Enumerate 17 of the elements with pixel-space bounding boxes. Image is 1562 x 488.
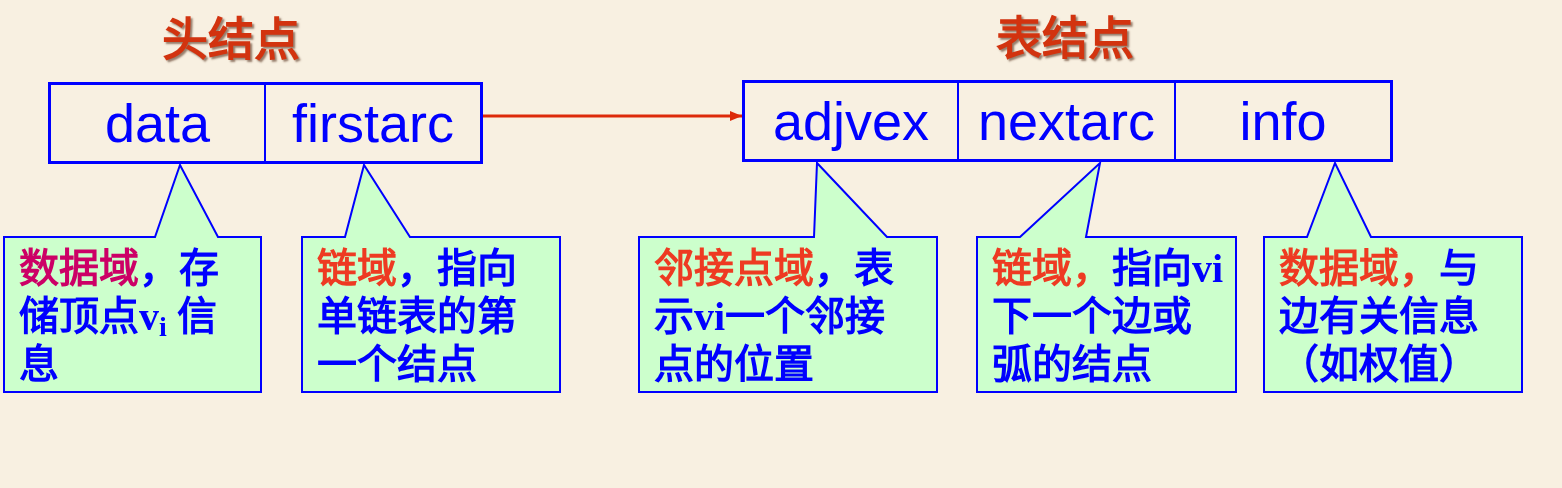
field-label: firstarc xyxy=(292,96,454,150)
field-label: data xyxy=(104,96,211,150)
callout-text: 数据域，与边有关信息（如权值） xyxy=(1279,245,1480,389)
field-label: nextarc xyxy=(977,94,1156,148)
node-heading: 头结点 xyxy=(162,17,300,63)
arrow xyxy=(480,111,742,121)
callout-bubble xyxy=(301,164,561,393)
callout-bubble xyxy=(1263,162,1523,393)
field-label: info xyxy=(1239,94,1327,148)
node-heading: 表结点 xyxy=(996,16,1134,62)
callout-text: 邻接点域，表示vi一个邻接点的位置 xyxy=(654,245,895,389)
callout-text: 链域，指向vi下一个边或弧的结点 xyxy=(992,245,1225,389)
callout-bubble xyxy=(976,162,1237,393)
callout-text: 数据域，存储顶点v$_{i}$ 信息 xyxy=(19,245,220,389)
callout-bubble xyxy=(3,164,262,393)
callout-text: 链域，指向单链表的第一个结点 xyxy=(317,245,518,389)
callout-bubble xyxy=(638,162,938,393)
